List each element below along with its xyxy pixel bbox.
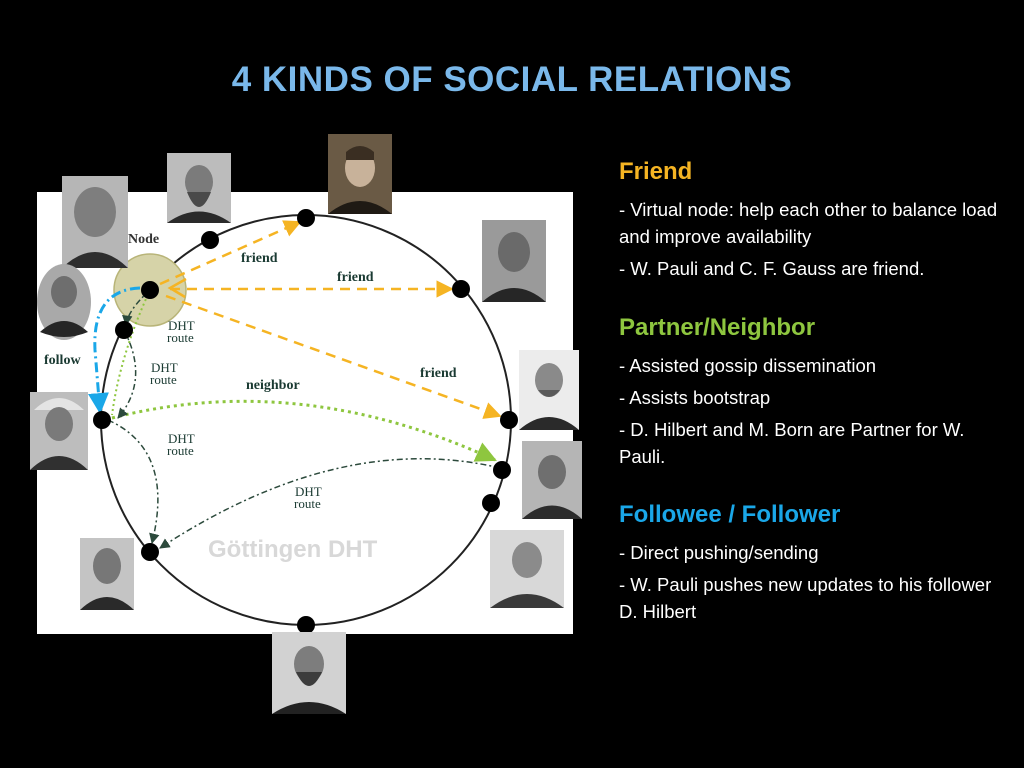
follow-label: follow bbox=[44, 353, 81, 368]
dht-route-arrow bbox=[117, 329, 137, 419]
route-label: route bbox=[150, 372, 177, 387]
friend-section: Friend - Virtual node: help each other t… bbox=[619, 158, 1014, 282]
neighbor-arrow bbox=[111, 289, 151, 416]
ring-node bbox=[297, 209, 315, 227]
friend-arrow bbox=[167, 277, 187, 299]
ring-name: Göttingen DHT bbox=[208, 536, 378, 563]
friend-label: friend bbox=[337, 270, 374, 285]
dht-route-arrow bbox=[107, 419, 160, 545]
route-label: route bbox=[167, 330, 194, 345]
friend-desc-2: - W. Pauli and C. F. Gauss are friend. bbox=[619, 258, 925, 279]
ring-node bbox=[297, 616, 315, 634]
route-label: route bbox=[167, 443, 194, 458]
neighbor-label: neighbor bbox=[246, 378, 300, 393]
portrait-john-von-neumann bbox=[482, 220, 546, 302]
follow-heading: Followee / Follower bbox=[619, 501, 841, 528]
ring-node bbox=[115, 321, 133, 339]
ring-node bbox=[500, 411, 518, 429]
portrait-dirichlet bbox=[490, 530, 564, 608]
ring-node bbox=[141, 543, 159, 561]
friend-arrow bbox=[159, 220, 302, 286]
neighbor-arrow bbox=[111, 399, 497, 462]
partner-desc-1: - Assisted gossip dissemination bbox=[619, 355, 877, 376]
follow-desc-1: - Direct pushing/sending bbox=[619, 542, 819, 563]
follow-section: Followee / Follower - Direct pushing/sen… bbox=[619, 501, 1014, 625]
portrait-max-planck bbox=[37, 264, 91, 340]
relations-legend: Friend - Virtual node: help each other t… bbox=[619, 158, 1014, 630]
route-label: route bbox=[294, 496, 321, 511]
portrait-felix-klein bbox=[167, 153, 231, 223]
friend-heading: Friend bbox=[619, 158, 693, 185]
partner-desc-2: - Assists bootstrap bbox=[619, 387, 771, 408]
portrait-david-hilbert bbox=[30, 392, 88, 470]
node-label: Node bbox=[128, 232, 159, 247]
friend-arrow bbox=[165, 294, 502, 419]
dht-route-arrow bbox=[159, 458, 501, 549]
ring-node bbox=[482, 494, 500, 512]
slide-title: 4 KINDS OF SOCIAL RELATIONS bbox=[231, 60, 793, 99]
dht-label: DHT bbox=[168, 431, 195, 446]
ring-node bbox=[141, 281, 159, 299]
ring-node bbox=[493, 461, 511, 479]
ring-node bbox=[201, 231, 219, 249]
friend-label: friend bbox=[420, 366, 457, 381]
partner-section: Partner/Neighbor - Assisted gossip disse… bbox=[619, 314, 1014, 470]
portrait-bernhard-riemann bbox=[272, 632, 346, 714]
dht-label: DHT bbox=[151, 360, 178, 375]
ring-node bbox=[93, 411, 111, 429]
portrait-max-born bbox=[519, 350, 579, 430]
portrait-wolfgang-pauli bbox=[62, 176, 128, 268]
portrait-carl-friedrich-gauss bbox=[328, 134, 392, 214]
friend-label: friend bbox=[241, 251, 278, 266]
follow-arrow bbox=[88, 286, 141, 415]
follow-desc-2: - W. Pauli pushes new updates to his fol… bbox=[619, 574, 992, 622]
dht-label: DHT bbox=[295, 484, 322, 499]
portrait-werner-heisenberg bbox=[522, 441, 582, 519]
ring-node bbox=[452, 280, 470, 298]
dht-label: DHT bbox=[168, 318, 195, 333]
portrait-robert-oppenheimer bbox=[80, 538, 134, 610]
friend-desc-1: - Virtual node: help each other to balan… bbox=[619, 199, 998, 247]
partner-desc-3: - D. Hilbert and M. Born are Partner for… bbox=[619, 419, 965, 467]
partner-heading: Partner/Neighbor bbox=[619, 314, 816, 341]
